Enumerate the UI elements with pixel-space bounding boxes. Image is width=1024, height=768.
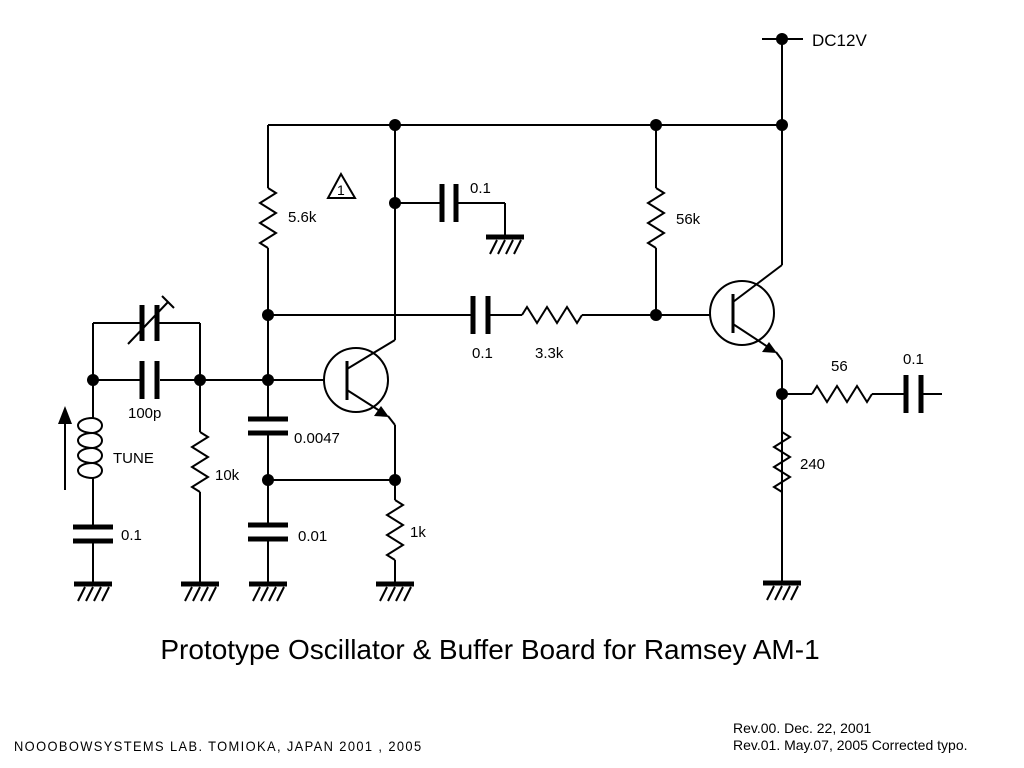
ground-symbol-1k [376, 581, 414, 602]
transistor-q2-buffer [709, 125, 788, 580]
supply-label: DC12V [812, 31, 867, 50]
credit-line: NOOOBOWSYSTEMS LAB. TOMIOKA, JAPAN 2001 … [14, 738, 423, 754]
capacitor-tune-ground [73, 524, 113, 583]
resistor-1k-label: 1k [410, 524, 426, 541]
capacitor-coupling-label: 0.1 [472, 345, 493, 362]
coil-tune-label: TUNE [113, 450, 154, 467]
revision-triangle-icon [326, 171, 357, 199]
capacitor-output [903, 375, 942, 413]
resistor-56-label: 56 [831, 358, 848, 375]
resistor-56 [782, 384, 904, 404]
revision-marker-number: 1 [337, 182, 345, 198]
capacitor-100p-label: 100p [128, 405, 161, 422]
diagram-title: Prototype Oscillator & Buffer Board for … [160, 634, 820, 665]
capacitor-0047-label: 0.0047 [294, 430, 340, 447]
resistor-56k [646, 125, 666, 315]
ground-symbol-bypass [486, 234, 524, 255]
resistor-10k-label: 10k [215, 467, 240, 484]
capacitor-100p [139, 361, 160, 399]
resistor-5k6 [258, 125, 278, 315]
resistor-56k-label: 56k [676, 211, 701, 228]
capacitor-tune-ground-label: 0.1 [121, 527, 142, 544]
resistor-3k3 [521, 305, 710, 325]
resistor-240-label: 240 [800, 456, 825, 473]
collector-line-q1 [389, 125, 401, 340]
revision-1: Rev.01. May.07, 2005 Corrected typo. [733, 737, 968, 753]
revision-0: Rev.00. Dec. 22, 2001 [733, 720, 872, 736]
supply-terminal [762, 33, 803, 125]
transistor-q1-oscillator [323, 339, 401, 486]
capacitor-001-label: 0.01 [298, 528, 327, 545]
ground-symbol-output [763, 492, 801, 601]
top-rail [268, 119, 788, 131]
capacitor-output-label: 0.1 [903, 351, 924, 368]
resistor-3k3-label: 3.3k [535, 345, 564, 362]
capacitor-0047 [248, 416, 395, 523]
ground-symbol-001 [249, 581, 287, 602]
ground-symbol-10k [181, 581, 219, 602]
resistor-5k6-label: 5.6k [288, 209, 317, 226]
trimmer-capacitor [92, 295, 201, 380]
capacitor-coupling [470, 296, 522, 334]
capacitor-001 [248, 522, 288, 583]
capacitor-bypass-label: 0.1 [470, 180, 491, 197]
resistor-10k [190, 380, 210, 583]
base-bias-line [262, 309, 471, 321]
resistor-240 [772, 431, 792, 493]
tune-arrow-icon [58, 406, 72, 490]
base-line-q1 [87, 315, 324, 418]
resistor-1k [385, 480, 405, 583]
tuning-coil [77, 380, 103, 525]
revision-history: Rev.00. Dec. 22, 2001 Rev.01. May.07, 20… [733, 720, 968, 754]
ground-symbol-tune [74, 581, 112, 602]
capacitor-bypass [395, 184, 506, 236]
